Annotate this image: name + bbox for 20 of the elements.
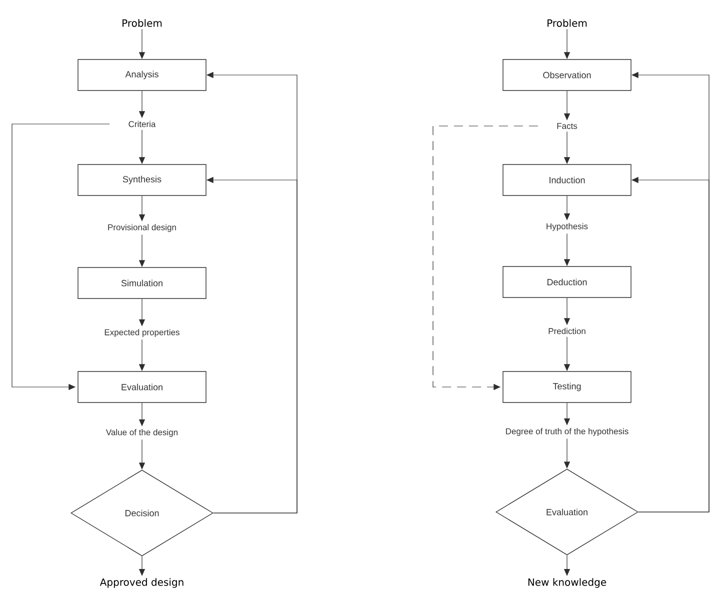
intermediate-result-text: Facts — [557, 123, 578, 129]
flow-terminal-text: Approved design — [100, 578, 184, 588]
process-box: Induction — [502, 164, 632, 196]
process-box: Simulation — [78, 267, 206, 299]
intermediate-result-text: Value of the design — [106, 429, 178, 437]
flow-terminal-text: Problem — [122, 19, 162, 27]
intermediate-result-text: Prediction — [548, 328, 586, 334]
process-box: Evaluation — [78, 371, 206, 403]
flow-terminal-text: Problem — [548, 19, 587, 27]
flow-terminal-text: New knowledge — [528, 578, 606, 588]
process-box: Synthesis — [78, 164, 206, 196]
intermediate-result-text: Hypothesis — [546, 223, 588, 231]
intermediate-result-text: Expected properties — [104, 329, 180, 337]
process-box: Testing — [502, 371, 632, 403]
intermediate-result-text: Provisional design — [108, 224, 176, 232]
process-box: Observation — [502, 59, 632, 91]
process-box: Deduction — [502, 266, 632, 298]
intermediate-result-text: Degree of truth of the hypothesis — [506, 428, 628, 436]
intermediate-result-text: Criteria — [128, 120, 156, 128]
process-box: Analysis — [78, 59, 206, 91]
